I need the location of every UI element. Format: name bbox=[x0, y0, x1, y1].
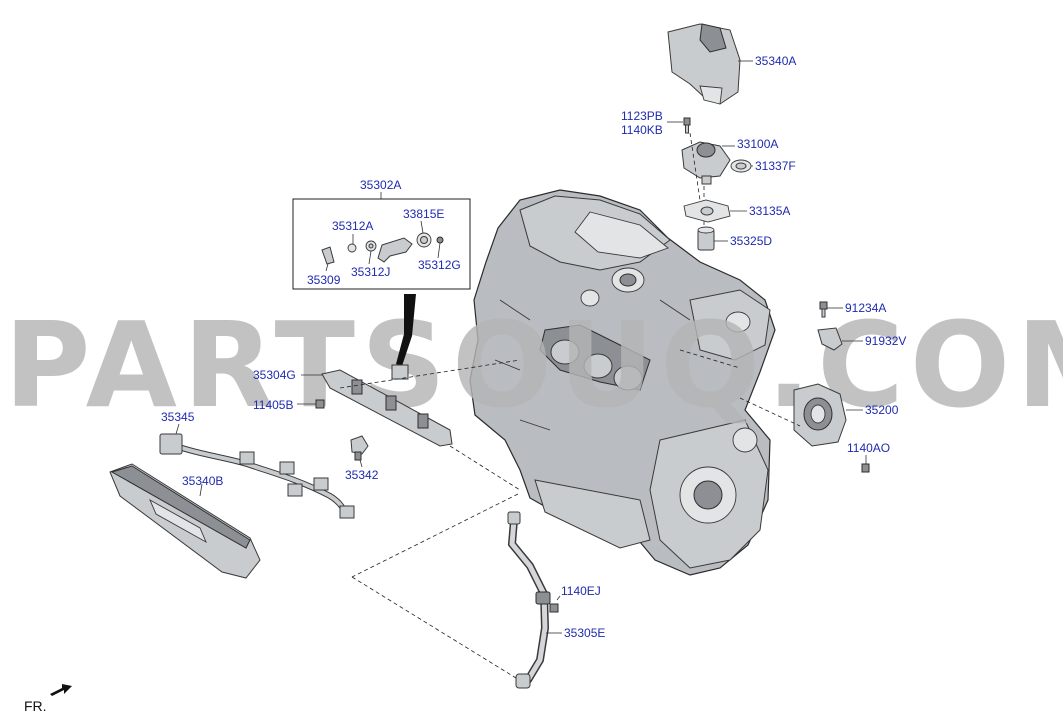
callout-31337F[interactable]: 31337F bbox=[755, 159, 796, 173]
callout-35312A[interactable]: 35312A bbox=[332, 219, 373, 233]
callout-35345[interactable]: 35345 bbox=[161, 410, 195, 424]
callout-35200[interactable]: 35200 bbox=[865, 403, 899, 417]
wiring-harness-35345 bbox=[159, 433, 355, 519]
bolt-11405B bbox=[315, 399, 325, 409]
callout-1140AO[interactable]: 1140AO bbox=[847, 441, 890, 455]
callout-11405B[interactable]: 11405B bbox=[253, 398, 293, 412]
callout-35312G[interactable]: 35312G bbox=[418, 258, 461, 272]
throttle-body-35200 bbox=[793, 383, 847, 447]
engine-cover-35340B bbox=[109, 463, 261, 579]
callout-91932V[interactable]: 91932V bbox=[865, 334, 906, 348]
bracket-91932V bbox=[817, 327, 843, 351]
injector-kit-parts bbox=[321, 232, 444, 265]
bolt-1140EJ bbox=[549, 603, 559, 613]
sensor-35342 bbox=[350, 435, 369, 461]
orientation-label: FR. bbox=[24, 698, 47, 714]
callout-35304G[interactable]: 35304G bbox=[253, 368, 296, 382]
engine-assembly bbox=[469, 189, 776, 576]
front-arrow-icon bbox=[50, 684, 72, 696]
callout-91234A[interactable]: 91234A bbox=[845, 301, 886, 315]
bolt-1140AO bbox=[861, 463, 870, 473]
callout-33100A[interactable]: 33100A bbox=[737, 137, 778, 151]
bolt-1123PB bbox=[683, 117, 691, 134]
fitting-31337F bbox=[730, 159, 752, 173]
callout-33815E[interactable]: 33815E bbox=[403, 207, 444, 221]
pump-cover-35340A bbox=[667, 23, 741, 105]
callout-1140EJ[interactable]: 1140EJ bbox=[561, 584, 601, 598]
high-pressure-pump-33100A bbox=[681, 141, 731, 185]
callout-1140KB[interactable]: 1140KB bbox=[621, 123, 663, 137]
fuel-rail-35304G bbox=[321, 364, 453, 447]
watermark-text: PARTSOUQ.COM bbox=[4, 296, 1063, 434]
callout-35340A[interactable]: 35340A bbox=[755, 54, 796, 68]
tappet-35325D bbox=[697, 226, 715, 251]
callout-35305E[interactable]: 35305E bbox=[564, 626, 605, 640]
callout-35312J[interactable]: 35312J bbox=[351, 265, 390, 279]
callout-35340B[interactable]: 35340B bbox=[182, 474, 223, 488]
fuel-pipe-35305E bbox=[507, 511, 551, 689]
callout-35342[interactable]: 35342 bbox=[345, 468, 379, 482]
callout-1123PB[interactable]: 1123PB bbox=[621, 109, 663, 123]
callout-35309[interactable]: 35309 bbox=[307, 273, 341, 287]
injector-kit-box bbox=[292, 198, 471, 290]
gasket-33135A bbox=[683, 199, 731, 223]
pointer-arrow bbox=[396, 294, 416, 366]
callout-35325D[interactable]: 35325D bbox=[730, 234, 772, 248]
callout-33135A[interactable]: 33135A bbox=[749, 204, 790, 218]
bolt-91234A bbox=[819, 301, 828, 318]
callout-35302A[interactable]: 35302A bbox=[360, 178, 401, 192]
